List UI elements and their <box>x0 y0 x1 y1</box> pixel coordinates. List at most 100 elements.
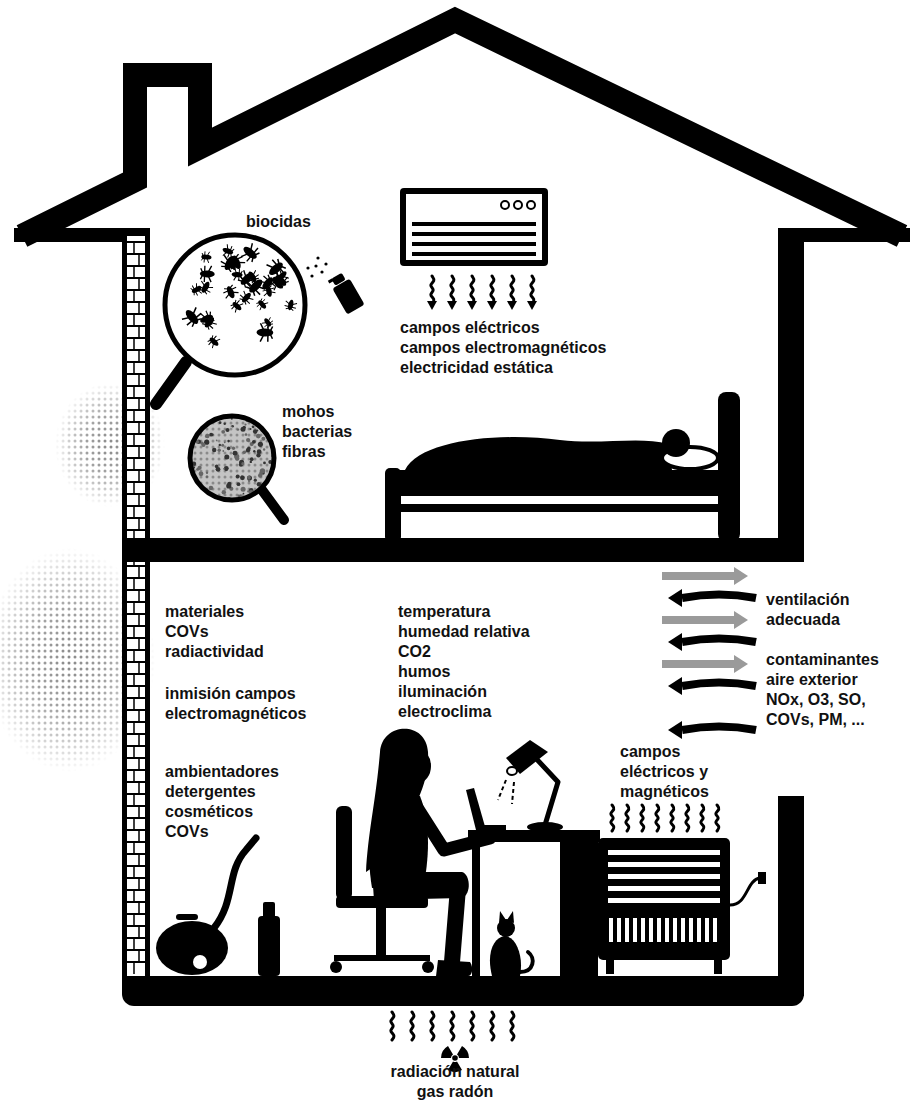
pollution-arrow <box>668 677 756 695</box>
bottle-neck <box>263 902 275 918</box>
radiator-grille <box>617 918 621 942</box>
spray-drop <box>316 256 319 259</box>
brick-line <box>127 421 145 423</box>
brick-joint <box>138 686 140 698</box>
radiator-grille <box>609 918 613 942</box>
can-nozzle <box>328 278 334 283</box>
spray-drop <box>310 274 313 277</box>
insect-legs <box>206 334 220 348</box>
mold-spore <box>205 417 208 420</box>
brick-line <box>127 901 145 903</box>
factor-label: fibras <box>282 442 326 462</box>
bed-mattress <box>395 470 725 496</box>
brick-joint <box>133 890 135 902</box>
brick-line <box>127 565 145 567</box>
brick-line <box>127 313 145 315</box>
brick-joint <box>138 518 140 530</box>
heat-wave <box>701 805 704 831</box>
lamp-arm <box>530 752 558 825</box>
mold-spore <box>250 457 254 461</box>
brick-line <box>127 757 145 759</box>
brick-line <box>127 673 145 675</box>
radiator-grille <box>649 918 653 942</box>
mold-spore <box>227 447 231 451</box>
factor-label: cosméticos <box>165 802 253 822</box>
lamp-shade <box>506 740 548 774</box>
brick-joint <box>133 506 135 518</box>
factor-label: ambientadores <box>165 762 279 782</box>
fresh-air-arrow <box>662 655 748 673</box>
mold-spore <box>253 429 258 434</box>
arrow-head <box>734 567 748 585</box>
factor-label: detergentes <box>165 782 256 802</box>
desk <box>466 740 600 976</box>
mold-spore <box>212 448 216 452</box>
brick-joint <box>138 854 140 866</box>
heat-wave <box>491 276 494 304</box>
mold-spore <box>209 486 214 491</box>
mold-dots <box>188 414 278 504</box>
radiator-fin <box>608 862 720 867</box>
brick-line <box>127 457 145 459</box>
foot <box>436 960 472 976</box>
mold-spore <box>252 440 256 444</box>
brick-line <box>127 649 145 651</box>
mold-spore <box>222 490 226 494</box>
mold-spore <box>232 447 235 450</box>
chair-base <box>334 955 430 961</box>
brick-line <box>127 481 145 483</box>
brick-joint <box>133 674 135 686</box>
heat-wave <box>656 805 659 831</box>
insect <box>201 251 212 263</box>
mold-spore <box>224 466 229 471</box>
insect-legs <box>197 281 213 295</box>
mold-spore <box>201 443 205 447</box>
mold-spore <box>241 476 243 478</box>
factor-label: contaminantes aire exterior NOx, O3, SO,… <box>766 650 894 730</box>
trefoil-center <box>452 1055 458 1061</box>
light-ray <box>498 780 506 800</box>
mold-spore <box>206 472 208 474</box>
mold-spore <box>227 440 230 443</box>
radiator-grille <box>641 918 645 942</box>
radiator-grille <box>697 918 701 942</box>
insect <box>222 283 240 300</box>
ac-vent <box>412 242 536 246</box>
brick-joint <box>133 698 135 710</box>
brick-joint <box>138 758 140 770</box>
insect <box>225 257 240 272</box>
wave-arrowhead <box>487 301 497 310</box>
mold-spore <box>206 475 209 478</box>
heat-wave <box>716 805 719 831</box>
insect <box>179 304 204 329</box>
heat-wave <box>491 1012 494 1040</box>
brick-joint <box>133 914 135 926</box>
factor-label: CO2 <box>398 642 431 662</box>
heat-wave <box>686 805 689 831</box>
brick-joint <box>138 878 140 890</box>
cat-body <box>490 936 521 976</box>
insect <box>255 297 270 312</box>
mold-spore <box>237 428 239 430</box>
radiator-fin <box>608 850 720 855</box>
wave-arrowhead <box>507 301 517 310</box>
fresh-air-arrow <box>662 567 748 585</box>
radiator-fin <box>608 898 720 903</box>
brick-joint <box>138 398 140 410</box>
mold-spore <box>258 442 263 447</box>
factor-label: humedad relativa <box>398 622 530 642</box>
brick-joint <box>133 650 135 662</box>
laptop-base <box>476 825 506 830</box>
brick-line <box>127 793 145 795</box>
mold-spore <box>244 424 246 426</box>
brick-line <box>127 373 145 375</box>
mold-spore <box>253 450 255 452</box>
radiator-grille <box>657 918 661 942</box>
brick-joint <box>138 806 140 818</box>
mold-spore <box>245 433 248 436</box>
brick-line <box>127 349 145 351</box>
mold-spore <box>221 444 224 447</box>
mold-spore <box>199 471 204 476</box>
cat-tail <box>520 952 533 972</box>
